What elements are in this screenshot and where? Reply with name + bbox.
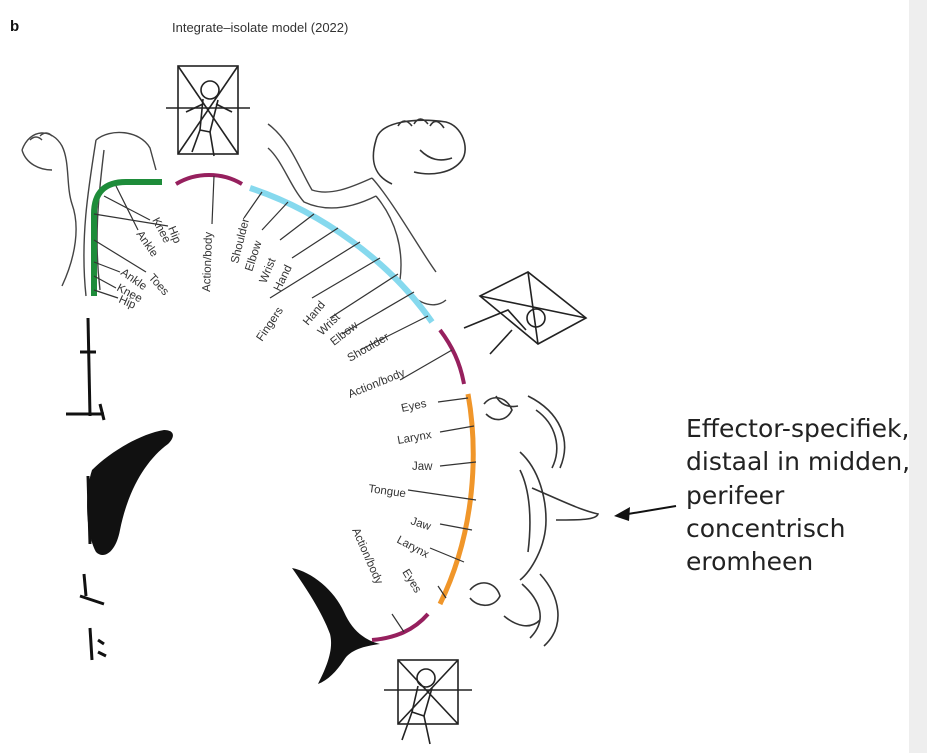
- action-body-label: Action/body: [201, 231, 215, 292]
- label-tick: [93, 239, 147, 273]
- label-tick: [399, 349, 453, 381]
- leg-labels: Hip Knee Ankle Toes Ankle Knee Hip: [115, 216, 183, 312]
- arm-icon: [267, 123, 447, 306]
- label-tick: [93, 289, 119, 299]
- leg-arc: [91, 179, 162, 296]
- label-tick: [439, 425, 475, 433]
- label-ticks: [93, 175, 477, 633]
- label-tick: [439, 461, 477, 467]
- label-tick: [291, 227, 339, 259]
- marionette-icon: [463, 271, 588, 355]
- annotation-line: eromheen: [686, 547, 814, 576]
- label-tick: [211, 175, 215, 225]
- label-tick: [93, 213, 169, 227]
- label-tick: [93, 275, 117, 289]
- label-tick: [341, 291, 415, 335]
- label-tick: [311, 257, 381, 299]
- face-label: Eyes: [400, 398, 428, 415]
- action-body-arc: [174, 173, 244, 186]
- arm-label: Elbow: [243, 239, 264, 273]
- face-label: Larynx: [395, 534, 431, 561]
- label-tick: [407, 489, 477, 501]
- label-tick: [437, 397, 469, 403]
- arm-arc: [249, 185, 435, 324]
- label-tick: [359, 315, 429, 351]
- action-body-label: Action/body: [347, 367, 407, 401]
- label-tick: [261, 201, 289, 231]
- brain-slice-icon: [87, 430, 173, 556]
- diagram-title: Integrate–isolate model (2022): [172, 20, 349, 35]
- annotation-text: Effector-specifiek, distaal in midden, p…: [686, 412, 916, 578]
- marionette-icon: [166, 65, 250, 157]
- label-tick: [429, 547, 465, 563]
- face-label: Tongue: [368, 483, 407, 500]
- arm-label: Shoulder: [346, 331, 392, 364]
- annotation-arrow-icon: [614, 505, 677, 521]
- label-tick: [329, 273, 399, 319]
- arm-labels: Shoulder Elbow Wrist Hand Fingers Hand W…: [229, 217, 391, 365]
- label-tick: [437, 585, 447, 599]
- hand-icon: [372, 118, 466, 185]
- face-arc: [437, 393, 476, 606]
- label-tick: [391, 613, 405, 633]
- face-label: Eyes: [399, 567, 423, 595]
- face-label: Jaw: [409, 515, 433, 533]
- panel-letter: b: [10, 18, 20, 35]
- annotation-line: perifeer: [686, 480, 785, 510]
- marionette-icon: [384, 659, 472, 745]
- annotation-line: Effector-specifiek,: [686, 414, 910, 443]
- arm-label: Fingers: [255, 305, 287, 344]
- label-tick: [279, 213, 315, 241]
- face-icon: [469, 395, 600, 647]
- label-tick: [439, 523, 473, 531]
- action-body-arc: [438, 328, 466, 385]
- label-tick: [243, 191, 263, 219]
- face-label: Larynx: [396, 429, 432, 447]
- label-tick: [269, 241, 361, 299]
- brain-slice-icon: [292, 568, 380, 684]
- label-tick: [115, 185, 139, 231]
- leg-label: Hip: [165, 225, 183, 246]
- action-body-label: Action/body: [349, 526, 385, 586]
- annotation-line: concentrisch: [686, 513, 846, 543]
- foot-icon: [21, 131, 157, 297]
- face-label: Jaw: [412, 461, 433, 473]
- leg-label: Toes: [146, 272, 171, 298]
- label-tick: [93, 261, 121, 273]
- annotation-line: distaal in midden,: [686, 447, 911, 477]
- scrollbar-track[interactable]: [909, 0, 927, 753]
